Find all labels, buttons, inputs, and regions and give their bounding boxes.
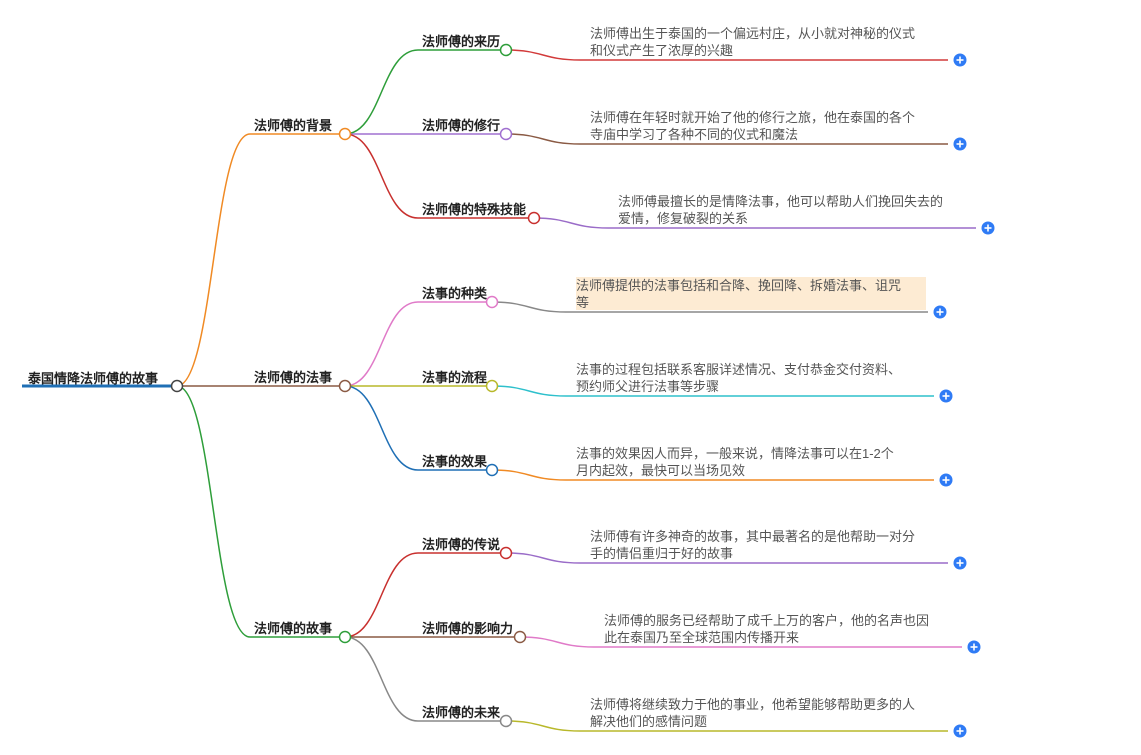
leaf-text-line: 寺庙中学习了各种不同的仪式和魔法: [590, 127, 798, 142]
child-node[interactable]: 法师傅的特殊技能: [422, 202, 541, 225]
child-collapse-toggle[interactable]: [499, 714, 513, 728]
leaf-text-line: 法事的过程包括联系客服详述情况、支付恭金交付资料、: [576, 362, 901, 377]
expand-plus-icon[interactable]: [953, 137, 967, 151]
edge-branch-to-child: [344, 133, 419, 219]
child-node[interactable]: 法事的效果: [422, 454, 499, 477]
branch-collapse-toggle[interactable]: [338, 127, 352, 141]
child-node[interactable]: 法事的种类: [422, 286, 499, 309]
branch-collapse-toggle[interactable]: [338, 630, 352, 644]
child-label: 法事的效果: [422, 454, 487, 469]
leaf-text-line: 法师傅的服务已经帮助了成千上万的客户，他的名声也因: [604, 613, 929, 628]
child-node[interactable]: 法师傅的影响力: [422, 621, 527, 644]
branch-node[interactable]: 法师傅的法事: [254, 370, 332, 385]
child-label: 法师傅的特殊技能: [422, 202, 526, 217]
leaf-text-line: 和仪式产生了浓厚的兴趣: [590, 43, 733, 58]
branch-label: 法师傅的背景: [254, 118, 332, 133]
branch-layer: 法师傅的背景 法师傅的来历 法师傅出生于泰国的一个偏远村庄，从小就对神秘的仪式和仪式…: [254, 26, 995, 738]
child-collapse-toggle[interactable]: [513, 630, 527, 644]
child-label: 法事的流程: [422, 370, 487, 385]
child-collapse-toggle[interactable]: [499, 546, 513, 560]
edge-branch-to-child: [344, 385, 419, 471]
edge-child-to-leaf: [505, 49, 581, 61]
child-label: 法师傅的未来: [422, 705, 501, 720]
edge-child-to-leaf: [505, 133, 581, 145]
branch-collapse-toggle[interactable]: [338, 379, 352, 393]
child-collapse-toggle[interactable]: [499, 43, 513, 57]
leaf-text-line: 爱情，修复破裂的关系: [618, 211, 748, 226]
expand-plus-icon[interactable]: [939, 389, 953, 403]
child-collapse-toggle[interactable]: [485, 295, 499, 309]
edge-branch-to-child: [344, 49, 419, 135]
expand-plus-icon[interactable]: [933, 305, 947, 319]
expand-plus-icon[interactable]: [981, 221, 995, 235]
root-collapse-toggle[interactable]: [170, 379, 184, 393]
leaf-text-line: 解决他们的感情问题: [590, 714, 707, 729]
edge-child-to-leaf: [491, 469, 567, 481]
edge-branch-to-child: [344, 636, 419, 722]
child-node[interactable]: 法事的流程: [422, 370, 499, 393]
child-collapse-toggle[interactable]: [485, 379, 499, 393]
child-collapse-toggle[interactable]: [499, 127, 513, 141]
leaf-highlight: [576, 277, 926, 310]
child-label: 法师傅的来历: [422, 34, 500, 49]
edge-child-to-leaf: [505, 720, 581, 732]
leaf-text-line: 法师傅出生于泰国的一个偏远村庄，从小就对神秘的仪式: [590, 26, 915, 41]
leaf-text-line: 手的情侣重归于好的故事: [590, 546, 733, 561]
leaf-text-line: 法师傅有许多神奇的故事，其中最著名的是他帮助一对分: [590, 529, 915, 544]
branch-label: 法师傅的法事: [254, 370, 332, 385]
mindmap-edges: [176, 49, 976, 732]
child-collapse-toggle[interactable]: [527, 211, 541, 225]
edge-branch-to-child: [344, 301, 419, 387]
child-label: 法事的种类: [422, 286, 488, 301]
expand-plus-icon[interactable]: [953, 53, 967, 67]
edge-child-to-leaf: [491, 301, 567, 313]
expand-plus-icon[interactable]: [953, 556, 967, 570]
edge-child-to-leaf: [491, 385, 567, 397]
child-node[interactable]: 法师傅的修行: [422, 118, 513, 141]
leaf-text-line: 法师傅将继续致力于他的事业，他希望能够帮助更多的人: [590, 697, 915, 712]
expand-plus-icon[interactable]: [953, 724, 967, 738]
leaf-node[interactable]: 法师傅提供的法事包括和合降、挽回降、拆婚法事、诅咒等: [576, 277, 926, 310]
root-label: 泰国情降法师傅的故事: [27, 371, 158, 386]
leaf-node[interactable]: 法师傅在年轻时就开始了他的修行之旅，他在泰国的各个寺庙中学习了各种不同的仪式和魔…: [590, 110, 915, 142]
branch-label: 法师傅的故事: [254, 621, 332, 636]
leaf-text-line: 法师傅最擅长的是情降法事，他可以帮助人们挽回失去的: [618, 194, 943, 209]
branch-node[interactable]: 法师傅的故事: [254, 621, 332, 636]
child-node[interactable]: 法师傅的来历: [422, 34, 513, 57]
edge-root-to-branch: [176, 133, 251, 387]
child-node[interactable]: 法师傅的未来: [422, 705, 513, 728]
expand-plus-icon[interactable]: [967, 640, 981, 654]
expand-plus-icon[interactable]: [939, 473, 953, 487]
branch-node[interactable]: 法师傅的背景: [254, 118, 332, 133]
leaf-node[interactable]: 法事的过程包括联系客服详述情况、支付恭金交付资料、预约师父进行法事等步骤: [576, 362, 901, 394]
child-label: 法师傅的修行: [422, 118, 500, 133]
edge-branch-to-child: [344, 552, 419, 638]
edge-root-to-branch: [176, 385, 251, 638]
child-label: 法师傅的影响力: [422, 621, 513, 636]
leaf-text-line: 等: [576, 295, 589, 310]
leaf-text-line: 法师傅在年轻时就开始了他的修行之旅，他在泰国的各个: [590, 110, 915, 125]
edge-child-to-leaf: [505, 552, 581, 564]
leaf-text-line: 此在泰国乃至全球范围内传播开来: [604, 630, 799, 645]
child-label: 法师傅的传说: [422, 537, 500, 552]
edge-child-to-leaf: [519, 636, 595, 648]
leaf-text-line: 月内起效，最快可以当场见效: [576, 463, 745, 478]
child-collapse-toggle[interactable]: [485, 463, 499, 477]
leaf-text-line: 法师傅提供的法事包括和合降、挽回降、拆婚法事、诅咒: [576, 278, 901, 293]
leaf-text-line: 预约师父进行法事等步骤: [576, 379, 719, 394]
leaf-text-line: 法事的效果因人而异，一般来说，情降法事可以在1-2个: [576, 446, 894, 461]
edge-child-to-leaf: [533, 217, 609, 229]
child-node[interactable]: 法师傅的传说: [422, 537, 513, 560]
root-node[interactable]: 泰国情降法师傅的故事: [22, 371, 184, 393]
